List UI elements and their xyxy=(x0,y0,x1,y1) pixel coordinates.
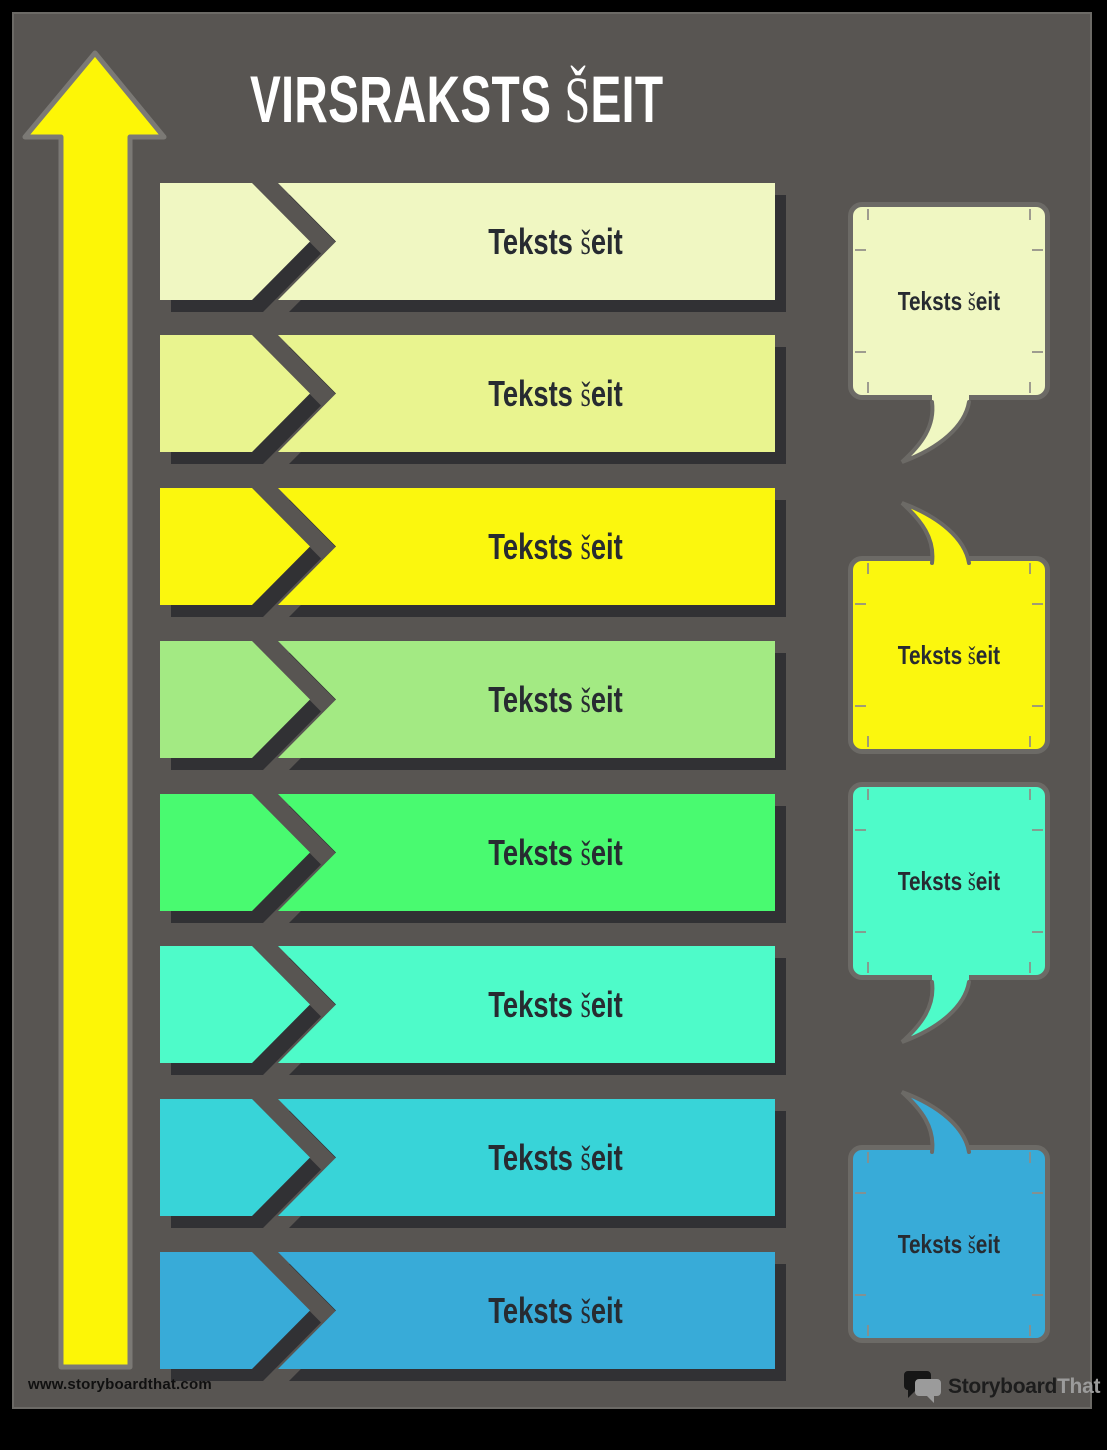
corner-tick xyxy=(1029,209,1031,220)
corner-tick xyxy=(867,1152,869,1163)
sequence-step-row[interactable]: Teksts šeit xyxy=(160,1099,786,1231)
sequence-step-row[interactable]: Teksts šeit xyxy=(160,946,786,1078)
bubble-tail-down-icon xyxy=(900,975,971,1044)
bubble-label-text: Teksts šeit xyxy=(897,865,1001,896)
corner-tick xyxy=(867,736,869,747)
brand-part-storyboard: Storyboard xyxy=(948,1375,1058,1398)
corner-tick xyxy=(867,382,869,393)
title-text: EIT xyxy=(590,62,664,136)
storyboardthat-logo: StoryboardThat xyxy=(903,1370,1100,1404)
speech-bubble[interactable]: Teksts šeit xyxy=(848,501,1050,754)
bar-label[interactable]: Teksts šeit xyxy=(336,946,775,1063)
corner-tick xyxy=(1032,351,1043,353)
corner-tick xyxy=(867,789,869,800)
corner-tick xyxy=(1029,382,1031,393)
corner-tick xyxy=(855,603,866,605)
bar-label-text: Teksts šeit xyxy=(488,983,623,1025)
bubble-label[interactable]: Teksts šeit xyxy=(853,207,1045,395)
corner-tick xyxy=(1029,789,1031,800)
bubble-label[interactable]: Teksts šeit xyxy=(853,1150,1045,1338)
corner-tick xyxy=(855,1192,866,1194)
corner-tick xyxy=(855,931,866,933)
corner-tick xyxy=(1032,249,1043,251)
title-text: VIRSRAKSTS xyxy=(250,62,565,136)
corner-tick xyxy=(867,209,869,220)
bar-label-text: Teksts šeit xyxy=(488,220,623,262)
speech-bubble[interactable]: Teksts šeit xyxy=(848,202,1050,464)
bar-body-shape[interactable] xyxy=(278,641,775,758)
corner-tick xyxy=(1032,705,1043,707)
bar-label[interactable]: Teksts šeit xyxy=(336,1099,775,1216)
corner-tick xyxy=(1029,1325,1031,1336)
bar-label[interactable]: Teksts šeit xyxy=(336,1252,775,1369)
corner-tick xyxy=(1029,1152,1031,1163)
speech-bubble[interactable]: Teksts šeit xyxy=(848,1090,1050,1343)
sequence-step-row[interactable]: Teksts šeit xyxy=(160,794,786,926)
bar-label[interactable]: Teksts šeit xyxy=(336,183,775,300)
speech-bubble[interactable]: Teksts šeit xyxy=(848,782,1050,1044)
bar-label[interactable]: Teksts šeit xyxy=(336,488,775,605)
bubble-label-text: Teksts šeit xyxy=(897,639,1001,670)
corner-tick xyxy=(1029,736,1031,747)
corner-tick xyxy=(1029,563,1031,574)
bar-label-text: Teksts šeit xyxy=(488,525,623,567)
brand-part-that: That xyxy=(1057,1375,1101,1398)
corner-tick xyxy=(867,962,869,973)
sequence-step-row[interactable]: Teksts šeit xyxy=(160,488,786,620)
corner-tick xyxy=(855,351,866,353)
bar-body-shape[interactable] xyxy=(278,335,775,452)
bar-label-text: Teksts šeit xyxy=(488,1136,623,1178)
corner-tick xyxy=(855,249,866,251)
up-arrow-shape[interactable] xyxy=(14,42,194,1382)
bubble-label-text: Teksts šeit xyxy=(897,285,1001,316)
corner-tick xyxy=(1032,603,1043,605)
speech-bubbles-logo-icon xyxy=(904,1371,941,1403)
brand-wordmark: StoryboardThat xyxy=(948,1375,1100,1399)
bar-body-shape[interactable] xyxy=(278,946,775,1063)
bubble-label[interactable]: Teksts šeit xyxy=(853,561,1045,749)
bar-body-shape[interactable] xyxy=(278,1099,775,1216)
bar-body-shape[interactable] xyxy=(278,1252,775,1369)
site-url: www.storyboardthat.com xyxy=(28,1376,212,1393)
bar-label-text: Teksts šeit xyxy=(488,1289,623,1331)
corner-tick xyxy=(1032,1294,1043,1296)
corner-tick xyxy=(867,563,869,574)
bubble-label-text: Teksts šeit xyxy=(897,1228,1001,1259)
bar-label[interactable]: Teksts šeit xyxy=(336,794,775,911)
title-caron-glyph: Š xyxy=(564,64,591,137)
bubble-tail-up-icon xyxy=(900,501,971,571)
sequence-step-row[interactable]: Teksts šeit xyxy=(160,335,786,467)
corner-tick xyxy=(1029,962,1031,973)
bubble-tail-down-icon xyxy=(900,395,971,464)
corner-tick xyxy=(1032,829,1043,831)
corner-tick xyxy=(1032,931,1043,933)
page-title[interactable]: VIRSRAKSTS ŠEIT xyxy=(250,66,663,134)
sequence-step-row[interactable]: Teksts šeit xyxy=(160,183,786,315)
sequence-step-row[interactable]: Teksts šeit xyxy=(160,1252,786,1384)
bar-body-shape[interactable] xyxy=(278,794,775,911)
corner-tick xyxy=(855,1294,866,1296)
bar-label-text: Teksts šeit xyxy=(488,678,623,720)
bar-label-text: Teksts šeit xyxy=(488,831,623,873)
up-arrow-icon xyxy=(22,50,167,1370)
bar-label[interactable]: Teksts šeit xyxy=(336,335,775,452)
corner-tick xyxy=(1032,1192,1043,1194)
bubble-label[interactable]: Teksts šeit xyxy=(853,787,1045,975)
corner-tick xyxy=(855,705,866,707)
bubble-tail-up-icon xyxy=(900,1090,971,1160)
bar-body-shape[interactable] xyxy=(278,183,775,300)
bar-label[interactable]: Teksts šeit xyxy=(336,641,775,758)
corner-tick xyxy=(855,829,866,831)
corner-tick xyxy=(867,1325,869,1336)
bar-label-text: Teksts šeit xyxy=(488,372,623,414)
sequence-step-row[interactable]: Teksts šeit xyxy=(160,641,786,773)
bar-body-shape[interactable] xyxy=(278,488,775,605)
